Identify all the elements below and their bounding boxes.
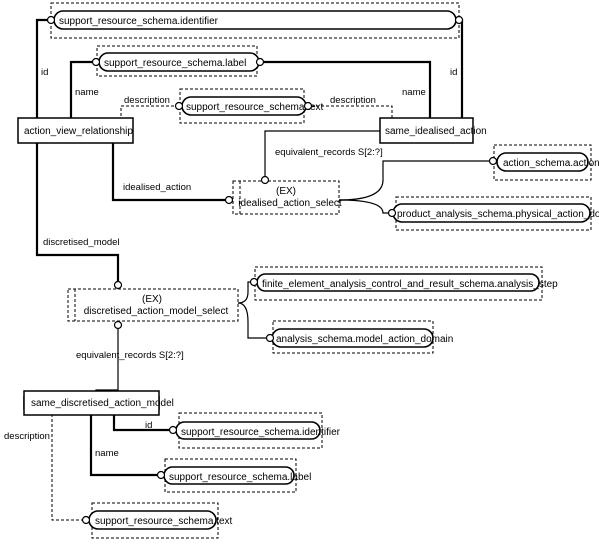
- terminator-action-schema: [488, 156, 498, 166]
- ref-bottom-identifier[interactable]: support_resource_schema.identifier: [175, 412, 341, 449]
- terminator-analysis-step: [249, 277, 259, 287]
- attr-equivalent-records-top: equivalent_records S[2:?]: [275, 147, 383, 158]
- attr-name-right: name: [402, 87, 426, 98]
- ref-model-action-domain[interactable]: analysis_schema.model_action_domain: [271, 320, 453, 354]
- line-description-left: [120, 105, 176, 131]
- terminator-bottom-label: [156, 470, 166, 480]
- select-idealised-name: idealised_action_select: [238, 198, 342, 209]
- select-discretised-name: discretised_action_model_select: [84, 306, 229, 317]
- line-id-bottom: [112, 409, 173, 432]
- line-select-to-physical: [338, 199, 392, 214]
- terminator-select-idealised-top: [260, 175, 270, 185]
- ref-top-text[interactable]: support_resource_schema.text: [179, 88, 324, 124]
- ref-analysis-step[interactable]: finite_element_analysis_control_and_resu…: [254, 266, 558, 301]
- attr-id-right: id: [450, 67, 457, 78]
- terminator-bottom-identifier: [168, 425, 178, 435]
- entity-action-view-relationship-label: action_view_relationship: [24, 126, 133, 137]
- line-select-to-action: [338, 160, 493, 201]
- attr-name-bottom: name: [95, 448, 119, 459]
- ref-bottom-text[interactable]: support_resource_schema.text: [88, 502, 233, 539]
- attr-id-left: id: [41, 67, 48, 78]
- line-name-bottom: [89, 409, 162, 477]
- select-idealised-tag: (EX): [276, 186, 296, 197]
- terminator-top-identifier-right: [454, 15, 464, 25]
- terminator-top-label: [91, 57, 101, 67]
- ref-top-text-label: support_resource_schema.text: [186, 102, 324, 113]
- attr-id-bottom: id: [145, 420, 152, 431]
- select-discretised-tag: (EX): [142, 294, 162, 305]
- line-discretised-model: [35, 143, 120, 285]
- entity-same-idealised-action-label: same_idealised_action: [385, 126, 487, 137]
- line-idealised-action: [111, 143, 229, 202]
- line-equivalent-records-bottom: [95, 329, 119, 397]
- attr-description-left: description: [124, 95, 170, 106]
- entity-action-view-relationship[interactable]: action_view_relationship: [17, 117, 134, 144]
- terminator-bottom-text: [81, 515, 91, 525]
- ref-model-action-domain-label: analysis_schema.model_action_domain: [276, 334, 453, 345]
- attr-discretised-model: discretised_model: [43, 237, 120, 248]
- attr-idealised-action: idealised_action: [123, 182, 191, 193]
- line-description-right: [309, 105, 393, 118]
- line-name-right: [260, 60, 432, 118]
- ref-physical-action-domain-label: product_analysis_schema.physical_action_…: [397, 209, 599, 220]
- attr-equivalent-records-bottom: equivalent_records S[2:?]: [76, 350, 184, 361]
- terminator-model-domain: [265, 333, 275, 343]
- terminator-select-discretised: [113, 280, 123, 290]
- terminator-select-idealised: [224, 195, 234, 205]
- line-description-bottom: [51, 409, 86, 521]
- terminator-top-identifier: [46, 15, 56, 25]
- ref-top-identifier[interactable]: support_resource_schema.identifier: [50, 2, 460, 39]
- line-equivalent-records-top: [264, 130, 399, 177]
- ref-action-schema-action-label: action_schema.action: [503, 158, 599, 169]
- terminator-top-text: [174, 101, 184, 111]
- line-name-left: [69, 60, 92, 118]
- ref-physical-action-domain[interactable]: product_analysis_schema.physical_action_…: [392, 196, 599, 231]
- ref-bottom-label[interactable]: support_resource_schema.label: [163, 458, 311, 493]
- attr-description-bottom: description: [4, 431, 50, 442]
- ref-action-schema-action[interactable]: action_schema.action: [493, 144, 599, 181]
- entity-same-discretised-action-model-label: same_discretised_action_model: [31, 398, 174, 409]
- ref-bottom-label-label: support_resource_schema.label: [169, 472, 311, 483]
- ref-top-identifier-label: support_resource_schema.identifier: [59, 16, 219, 27]
- ref-bottom-text-label: support_resource_schema.text: [95, 516, 233, 527]
- select-discretised-action-model[interactable]: (EX) discretised_action_model_select: [67, 288, 239, 322]
- line-id-left: [35, 18, 51, 118]
- terminator-top-text-right: [303, 101, 313, 111]
- terminator-top-label-right: [255, 57, 265, 67]
- entity-same-discretised-action-model[interactable]: same_discretised_action_model: [23, 390, 174, 416]
- ref-analysis-step-label: finite_element_analysis_control_and_resu…: [262, 279, 558, 290]
- line-select-to-model-domain: [237, 302, 270, 339]
- attr-name-left: name: [75, 87, 99, 98]
- terminator-select-discretised-bottom: [113, 320, 123, 330]
- ref-top-label-label: support_resource_schema.label: [104, 58, 246, 69]
- attr-description-right: description: [330, 95, 376, 106]
- select-idealised-action[interactable]: (EX) idealised_action_select: [232, 180, 342, 215]
- ref-bottom-identifier-label: support_resource_schema.identifier: [181, 427, 341, 438]
- entity-same-idealised-action[interactable]: same_idealised_action: [379, 117, 487, 144]
- ref-top-label[interactable]: support_resource_schema.label: [96, 45, 260, 77]
- terminator-physical-domain: [387, 208, 397, 218]
